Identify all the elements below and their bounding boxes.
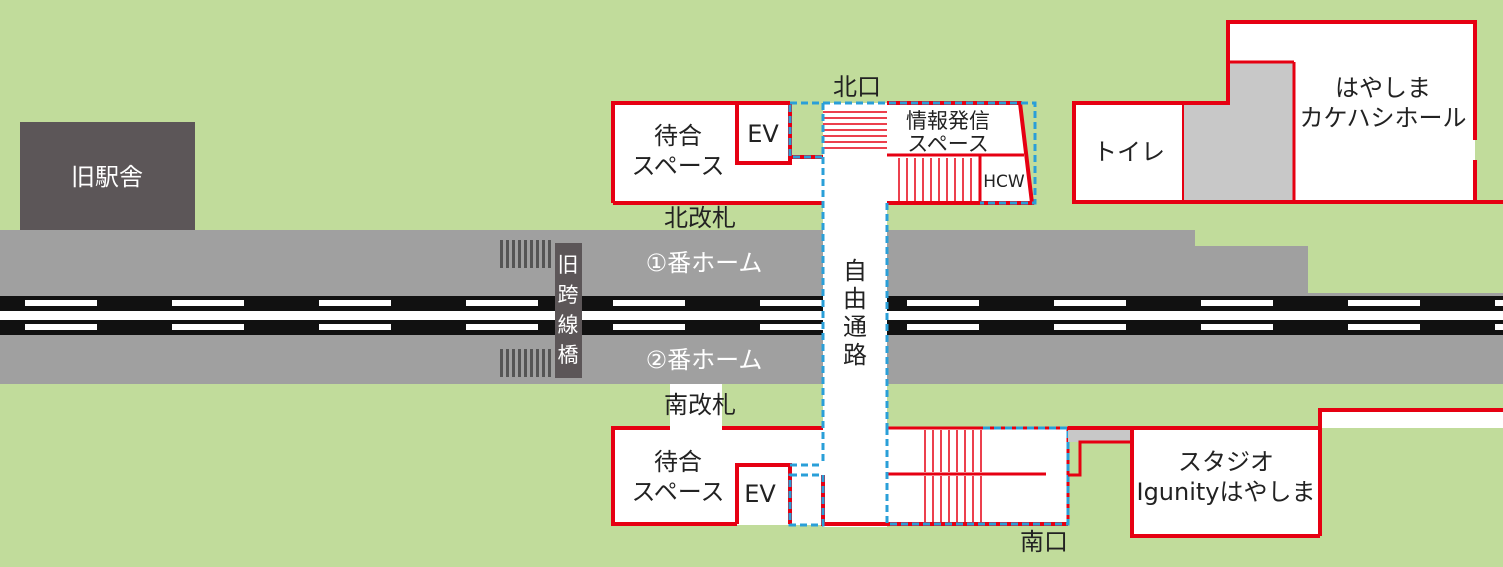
tracks <box>0 293 1503 342</box>
north-info-wall <box>887 101 1035 205</box>
hall-wall <box>1184 20 1477 140</box>
track-dash <box>760 300 832 306</box>
north-gate-label: 北改札 <box>664 204 736 232</box>
south-gate-label: 南改札 <box>664 391 736 419</box>
south-building <box>613 428 1068 525</box>
track-dash <box>1054 324 1126 330</box>
old-bridge-char-1: 旧 <box>558 253 579 277</box>
track-dash <box>25 300 97 306</box>
hall-label-1: はやしま <box>1335 74 1431 102</box>
old-bridge <box>555 243 582 378</box>
south-gate-area <box>670 384 722 428</box>
toilet-label: トイレ <box>1093 138 1165 166</box>
platform-2-label: ②番ホーム <box>646 346 763 374</box>
free-passage-char-2: 由 <box>843 285 867 313</box>
north-waiting-label-1: 待合 <box>654 122 702 150</box>
track-dash <box>760 324 832 330</box>
track-dash <box>613 300 685 306</box>
track-dash <box>1201 324 1273 330</box>
studio-label-1: スタジオ <box>1178 448 1274 476</box>
track-2 <box>0 320 1503 335</box>
track-dash <box>1054 300 1126 306</box>
track-dash <box>613 324 685 330</box>
track-dash <box>466 324 538 330</box>
south-building-wall <box>611 426 737 526</box>
studio-label-2: Igunityはやしま <box>1136 478 1315 506</box>
south-stairs-lower <box>924 476 982 522</box>
north-ev-label: EV <box>747 120 779 148</box>
south-ev-label: EV <box>744 480 776 508</box>
hall-gray-upper <box>1228 62 1294 103</box>
north-building-wall <box>611 101 790 203</box>
track-1 <box>0 296 1503 311</box>
track-dash <box>907 300 979 306</box>
studio-connector-wall <box>1068 440 1132 477</box>
track-dash <box>1495 300 1503 306</box>
old-bridge-steps-north <box>500 240 551 268</box>
studio-outside <box>1320 428 1503 567</box>
info-space-label-1: 情報発信 <box>906 109 990 133</box>
free-passage-char-1: 自 <box>843 257 867 285</box>
track-dash <box>172 300 244 306</box>
old-station-building <box>20 122 195 230</box>
north-building <box>613 103 1032 203</box>
track-dash <box>25 324 97 330</box>
track-dash <box>466 300 538 306</box>
south-stairs-upper <box>924 430 982 472</box>
track-dash <box>907 324 979 330</box>
south-exit-label: 南口 <box>1020 528 1068 556</box>
south-waiting-label-1: 待合 <box>654 448 702 476</box>
north-waiting-label-2: スペース <box>631 152 724 180</box>
track-dash <box>1495 324 1503 330</box>
track-dash <box>172 324 244 330</box>
old-bridge-char-4: 橋 <box>558 343 579 367</box>
track-dash <box>319 300 391 306</box>
platform-1 <box>0 230 1195 293</box>
track-dash <box>1348 324 1420 330</box>
hall-label-2: カケハシホール <box>1299 104 1466 132</box>
platform-2 <box>0 342 1503 384</box>
studio-gray-area <box>1068 428 1132 442</box>
studio-wall <box>1068 426 1322 538</box>
track-dash <box>319 324 391 330</box>
old-bridge-steps-south <box>500 349 551 377</box>
info-space-label-2: スペース <box>907 132 988 156</box>
north-info-stairs <box>898 158 972 202</box>
south-waiting-label-2: スペース <box>631 478 724 506</box>
platform-1-extension <box>1195 246 1308 293</box>
track-dash <box>1348 300 1420 306</box>
hall-gray-area <box>1184 103 1294 202</box>
free-passage-char-3: 通 <box>843 313 867 341</box>
platform-1-label: ①番ホーム <box>646 249 763 277</box>
barrier-free-route-outline <box>788 101 1070 527</box>
old-bridge-char-3: 線 <box>558 313 579 337</box>
track-dash <box>1201 300 1273 306</box>
free-passage-char-4: 路 <box>843 341 867 369</box>
north-exit-label: 北口 <box>833 73 881 101</box>
toilet-building <box>1072 101 1186 204</box>
hcw-label: HCW <box>983 172 1025 192</box>
old-station-label: 旧駅舎 <box>71 163 143 191</box>
old-bridge-char-2: 跨 <box>558 283 579 307</box>
north-exit-stairs <box>823 111 887 149</box>
hall-building <box>1228 22 1475 202</box>
